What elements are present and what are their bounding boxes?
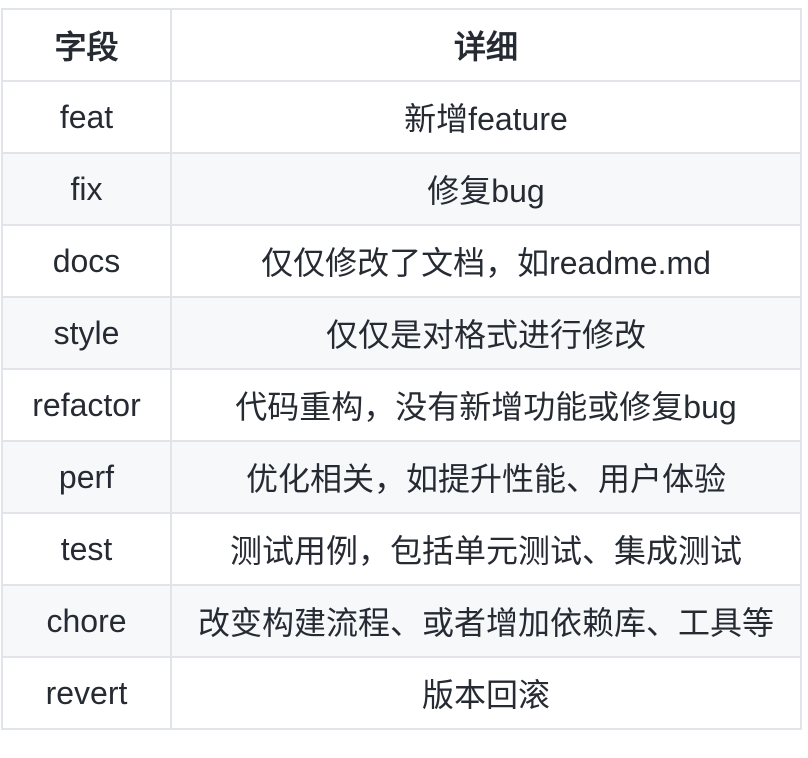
field-cell: perf <box>1 440 172 514</box>
detail-cell: 仅仅是对格式进行修改 <box>170 296 802 370</box>
detail-cell: 新增feature <box>170 80 802 154</box>
field-cell: style <box>1 296 172 370</box>
field-cell: docs <box>1 224 172 298</box>
detail-cell: 改变构建流程、或者增加依赖库、工具等 <box>170 584 802 658</box>
detail-cell: 仅仅修改了文档，如readme.md <box>170 224 802 298</box>
field-cell: fix <box>1 152 172 226</box>
detail-cell: 测试用例，包括单元测试、集成测试 <box>170 512 802 586</box>
header-cell-detail: 详细 <box>170 8 802 82</box>
detail-cell: 代码重构，没有新增功能或修复bug <box>170 368 802 442</box>
field-cell: chore <box>1 584 172 658</box>
detail-cell: 修复bug <box>170 152 802 226</box>
header-cell-field: 字段 <box>1 8 172 82</box>
field-cell: test <box>1 512 172 586</box>
detail-cell: 优化相关，如提升性能、用户体验 <box>170 440 802 514</box>
detail-cell: 版本回滚 <box>170 656 802 730</box>
field-cell: revert <box>1 656 172 730</box>
field-cell: refactor <box>1 368 172 442</box>
table-header-row: 字段 详细 <box>1 8 802 82</box>
field-cell: feat <box>1 80 172 154</box>
